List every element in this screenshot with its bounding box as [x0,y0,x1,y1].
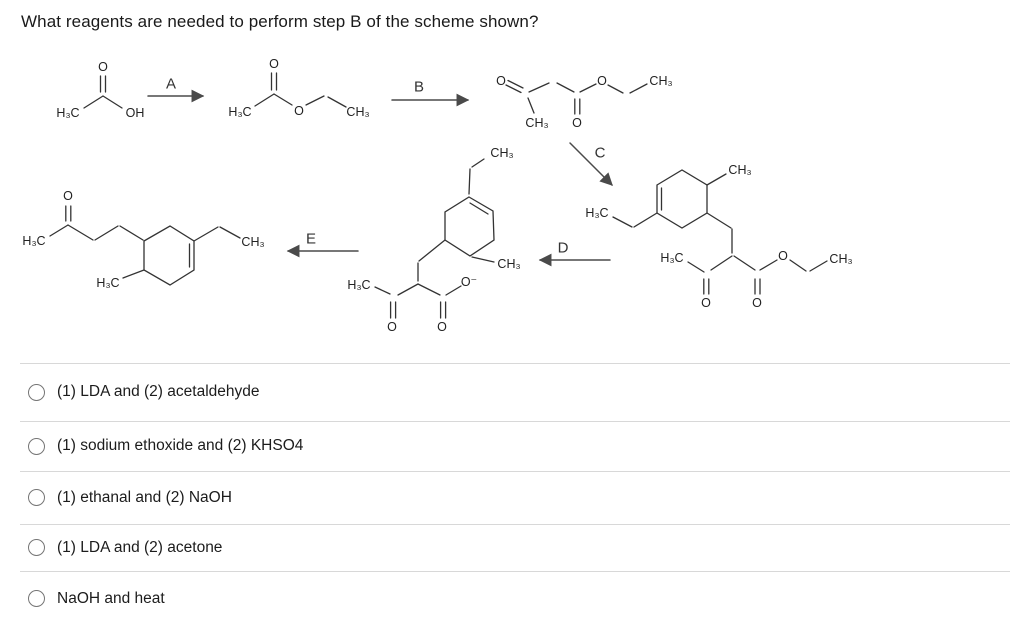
label-h3c-acetyl: H₃C [347,278,370,292]
label-ch3-ring: CH₃ [728,163,751,177]
structure-final-ketone: O H₃C H₃C CH₃ [22,189,264,290]
label-carbonyl-o: O [437,320,447,334]
label-h3c-acetyl: H₃C [660,251,683,265]
label-carbonyl-o: O [269,57,279,71]
label-ch3-ethyl: CH₃ [649,74,672,88]
option-label: (1) LDA and (2) acetaldehyde [57,383,260,400]
step-label-e: E [306,231,316,248]
arrow-c: C [569,142,613,186]
label-h3c: H₃C [56,106,79,120]
structure-acetic-acid: O H₃C OH [56,60,144,120]
label-ch3: CH₃ [346,105,369,119]
option-row-2[interactable]: (1) sodium ethoxide and (2) KHSO4 [0,421,1024,471]
label-ester-o: O [597,74,607,88]
label-oh: OH [126,106,145,120]
question-title: What reagents are needed to perform step… [21,12,539,31]
structure-carboxylate: CH₃ CH₃ H₃C O O O⁻ [347,146,520,334]
label-ch3-ethyl: CH₃ [241,235,264,249]
step-label-c: C [595,145,606,162]
arrow-d: D [538,240,611,267]
label-h3c: H₃C [228,105,251,119]
option-label: (1) LDA and (2) acetone [57,538,223,556]
option-row-4[interactable]: (1) LDA and (2) acetone [0,524,1024,571]
step-label-b: B [414,79,424,96]
radio-button-icon[interactable] [28,539,45,556]
option-label: (1) sodium ethoxide and (2) KHSO4 [57,437,304,454]
label-ch3-ethyl: CH₃ [490,146,513,160]
label-acetyl-o: O [387,320,397,334]
arrow-e: E [286,231,359,258]
label-carbonyl-o: O [752,296,762,310]
structure-ethyl-acetate: O H₃C O CH₃ [228,57,369,119]
arrow-b: B [391,79,470,107]
label-carbonyl-o: O [572,116,582,130]
label-carbonyl-o: O [98,60,108,74]
label-h3c-ring: H₃C [96,276,119,290]
arrow-a: A [147,76,205,103]
step-label-d: D [558,240,569,257]
option-row-3[interactable]: (1) ethanal and (2) NaOH [0,471,1024,524]
option-label: (1) ethanal and (2) NaOH [57,488,232,506]
label-o-minus: O⁻ [461,275,477,289]
label-ketone-o: O [63,189,73,203]
reaction-scheme: A B C D E O H₃C OH [22,57,852,334]
structure-ethyl-acetoacetate: O CH₃ O O CH₃ [496,74,672,130]
radio-button-icon[interactable] [28,383,45,401]
label-ketone-o: O [496,74,506,88]
label-acetyl-o: O [701,296,711,310]
label-ch3: CH₃ [525,116,548,130]
label-ch3-ring: CH₃ [497,257,520,271]
label-ester-o: O [778,249,788,263]
option-row-5[interactable]: NaOH and heat [0,571,1024,626]
option-label: NaOH and heat [57,589,165,607]
radio-button-icon[interactable] [28,437,45,455]
step-label-a: A [166,76,176,93]
label-h3c-ethyl: H₃C [585,206,608,220]
structure-keto-ester-adduct: CH₃ H₃C H₃C O O O CH₃ [585,163,852,310]
label-ester-o: O [294,104,304,118]
label-ch3-ethyl: CH₃ [829,252,852,266]
radio-button-icon[interactable] [28,489,45,506]
radio-button-icon[interactable] [28,590,45,607]
label-h3c-acetyl: H₃C [22,234,45,248]
option-row-1[interactable]: (1) LDA and (2) acetaldehyde [0,363,1024,421]
